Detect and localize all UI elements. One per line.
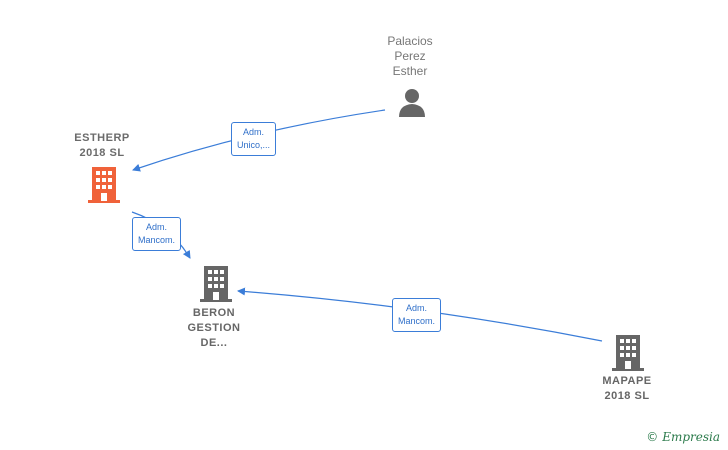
edge-label-line-1: Adm. <box>146 222 168 232</box>
node-person-line-2: Perez <box>394 49 426 63</box>
building-icon[interactable] <box>612 335 644 371</box>
node-person-label[interactable]: Palacios Perez Esther <box>350 34 470 79</box>
node-mapape-line-1: MAPAPE <box>602 375 652 387</box>
node-person-line-1: Palacios <box>387 34 433 48</box>
node-mapape-label[interactable]: MAPAPE 2018 SL <box>567 374 687 404</box>
brand-watermark: ©Empresia <box>646 430 720 444</box>
building-icon[interactable] <box>88 167 120 203</box>
node-estherp-line-2: 2018 SL <box>79 147 125 159</box>
node-mapape-line-2: 2018 SL <box>604 390 650 402</box>
edge-label-line-1: Adm. <box>243 127 265 137</box>
node-estherp-line-1: ESTHERP <box>74 132 130 144</box>
node-beron-line-1: BERON <box>192 307 236 319</box>
building-icon[interactable] <box>200 266 232 302</box>
edge-label-line-1: Adm. <box>406 303 428 313</box>
copyright-symbol: © <box>646 430 659 444</box>
node-beron-line-2: GESTION <box>187 322 241 334</box>
node-estherp-label[interactable]: ESTHERP 2018 SL <box>42 131 162 161</box>
node-beron-line-3: DE... <box>200 337 228 349</box>
brand-name: Empresia <box>662 430 720 444</box>
edge-label-person-estherp[interactable]: Adm. Unico,... <box>231 122 277 156</box>
edge-label-estherp-beron[interactable]: Adm. Mancom. <box>132 217 182 251</box>
person-icon[interactable] <box>396 88 428 118</box>
edge-label-line-2: Unico,... <box>237 140 271 150</box>
node-beron-label[interactable]: BERON GESTION DE... <box>154 306 274 351</box>
node-person-line-3: Esther <box>392 64 428 78</box>
edge-label-line-2: Mancom. <box>138 235 176 245</box>
edge-label-mapape-beron[interactable]: Adm. Mancom. <box>392 298 442 332</box>
edge-label-line-2: Mancom. <box>398 316 436 326</box>
